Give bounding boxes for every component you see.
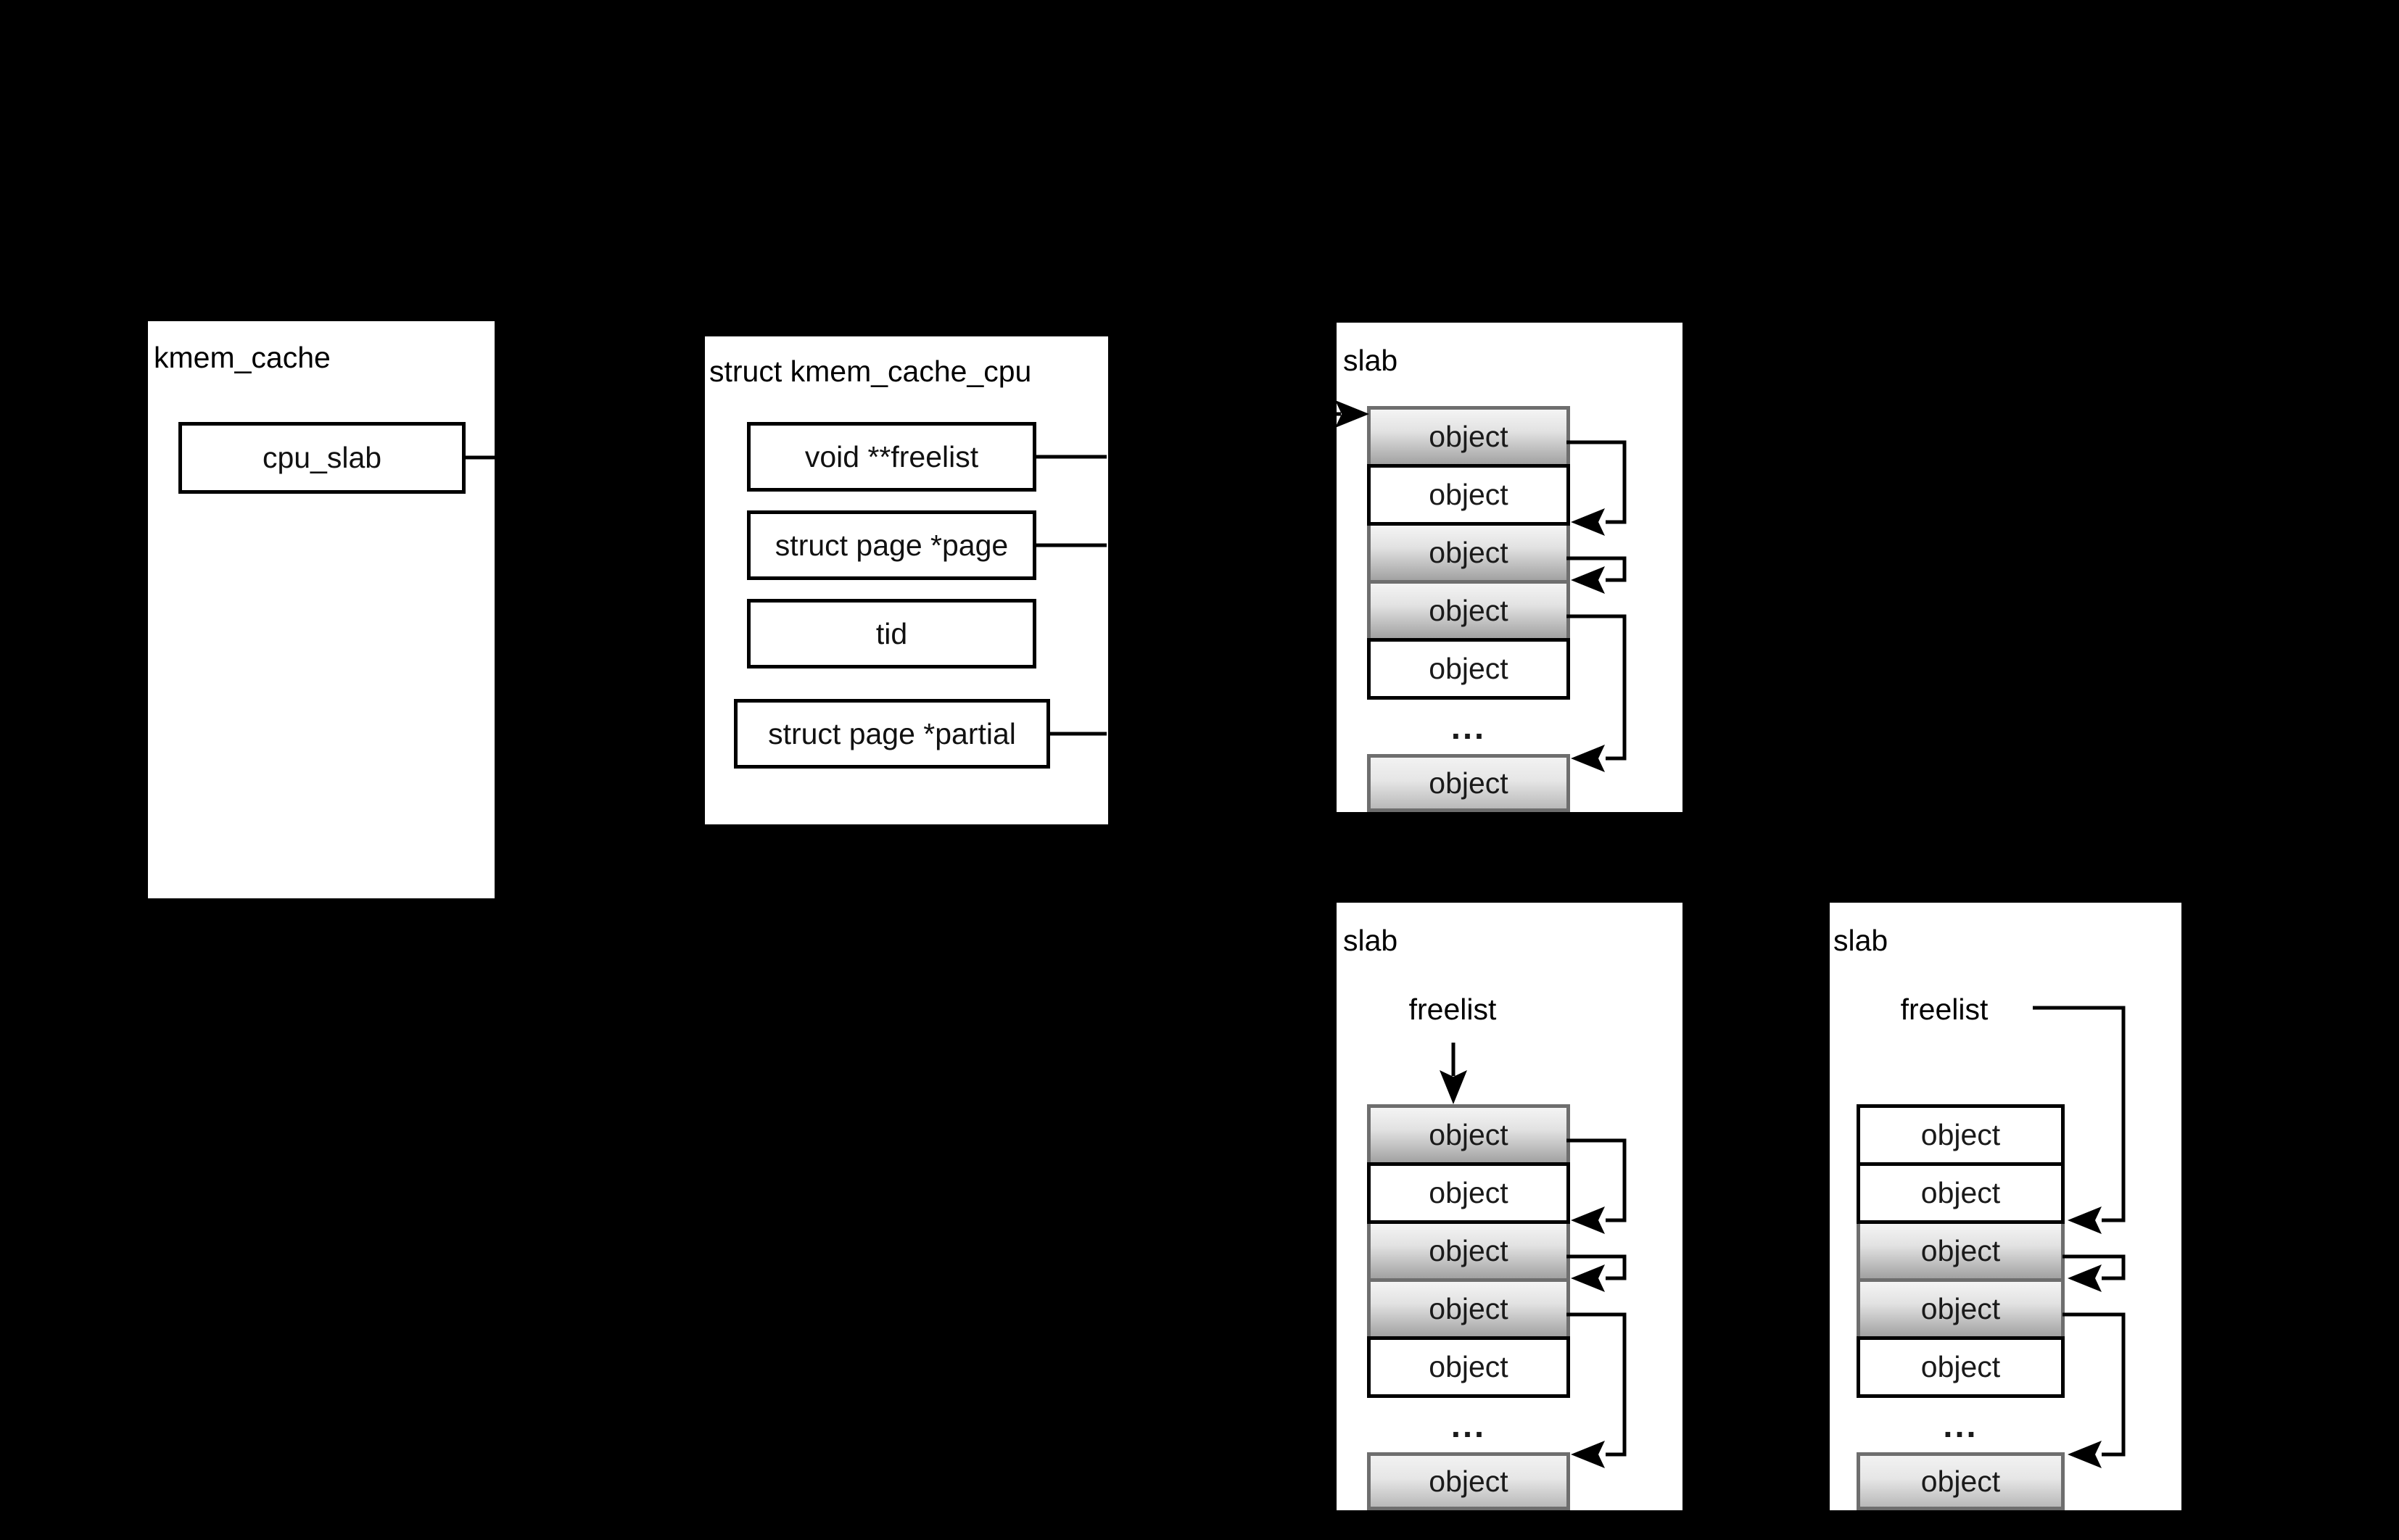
slab-bottom-left-panel: slab freelist object object object objec… [1337,903,1682,1510]
object-row: object [1857,1162,2065,1224]
tid-field: tid [747,599,1036,668]
slab-bottom-right-title: slab [1833,924,1888,957]
object-row: object [1367,754,1570,812]
slab-bottom-right-panel: slab freelist object object object objec… [1830,903,2181,1510]
object-row: object [1367,464,1570,526]
ellipsis-row: ... [1943,1406,1978,1444]
kmem-cache-panel: kmem_cache cpu_slab [148,321,495,898]
object-row: object [1367,638,1570,700]
object-row: object [1367,1278,1570,1340]
object-row: object [1857,1336,2065,1398]
kmem-cache-title: kmem_cache [154,341,331,374]
object-row: object [1857,1220,2065,1282]
ellipsis-row: ... [1450,1406,1487,1444]
object-row: object [1367,580,1570,642]
slab-bottom-left-title: slab [1343,924,1398,957]
kmem-cache-cpu-panel: struct kmem_cache_cpu void **freelist st… [705,336,1108,824]
object-row: object [1857,1452,2065,1510]
object-row: object [1857,1278,2065,1340]
partial-field: struct page *partial [734,699,1050,769]
ellipsis-row: ... [1450,708,1487,746]
object-row: object [1367,1336,1570,1398]
freelist-field: void **freelist [747,422,1036,492]
cpu-slab-field: cpu_slab [178,422,466,494]
freelist-label: freelist [1408,993,1497,1026]
freelist-label: freelist [1900,993,1989,1026]
object-row: object [1857,1104,2065,1166]
slab-top-title: slab [1343,344,1398,377]
object-row: object [1367,1104,1570,1166]
slab-top-panel: slab object object object object object … [1337,323,1682,812]
object-row: object [1367,406,1570,468]
kmem-cache-cpu-title: struct kmem_cache_cpu [709,355,1032,388]
page-field: struct page *page [747,510,1036,580]
object-row: object [1367,1162,1570,1224]
object-row: object [1367,522,1570,584]
object-row: object [1367,1452,1570,1510]
object-row: object [1367,1220,1570,1282]
